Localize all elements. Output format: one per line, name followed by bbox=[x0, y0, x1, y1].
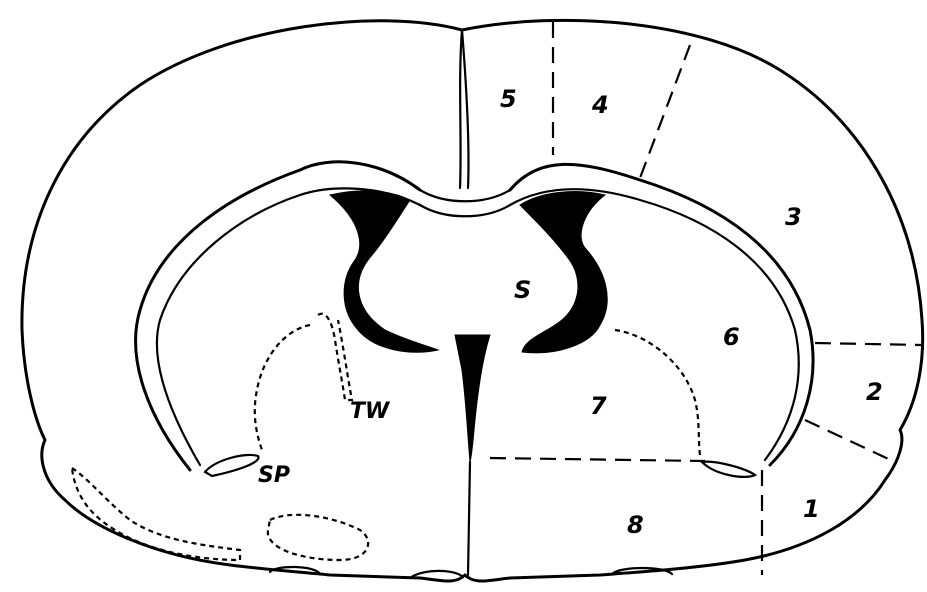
midline-lower bbox=[468, 462, 470, 575]
boundary-4-3 bbox=[640, 45, 690, 178]
boundary-1-2 bbox=[805, 420, 895, 462]
label-region-3: 3 bbox=[785, 203, 802, 231]
label-sp: SP bbox=[258, 463, 290, 488]
label-region-2: 2 bbox=[866, 378, 883, 406]
third-ventricle bbox=[455, 335, 490, 462]
label-region-6: 6 bbox=[723, 323, 740, 351]
tw-tract bbox=[318, 314, 352, 400]
label-region-7: 7 bbox=[590, 392, 607, 420]
label-region-4: 4 bbox=[591, 91, 609, 119]
label-region-8: 8 bbox=[627, 511, 644, 539]
label-region-5: 5 bbox=[500, 85, 517, 113]
bottom-left-dotted-region bbox=[72, 468, 240, 560]
callosum-bridge bbox=[420, 190, 510, 216]
label-tw: TW bbox=[350, 399, 391, 424]
brain-outline bbox=[22, 20, 923, 581]
lateral-ventricle-left bbox=[330, 191, 438, 352]
bottom-center-dotted-region bbox=[268, 515, 368, 560]
boundary-2-3 bbox=[815, 343, 922, 345]
right-ellipse bbox=[702, 462, 755, 477]
midline-fissure bbox=[460, 30, 469, 188]
striatum-boundary-right bbox=[615, 330, 700, 455]
boundary-7-8 bbox=[490, 458, 705, 461]
lateral-ventricle-right bbox=[520, 192, 607, 353]
sp-ellipse bbox=[205, 455, 258, 476]
label-region-1: 1 bbox=[803, 495, 820, 523]
striatum-boundary-left bbox=[255, 325, 310, 450]
label-septum: S bbox=[514, 276, 531, 304]
